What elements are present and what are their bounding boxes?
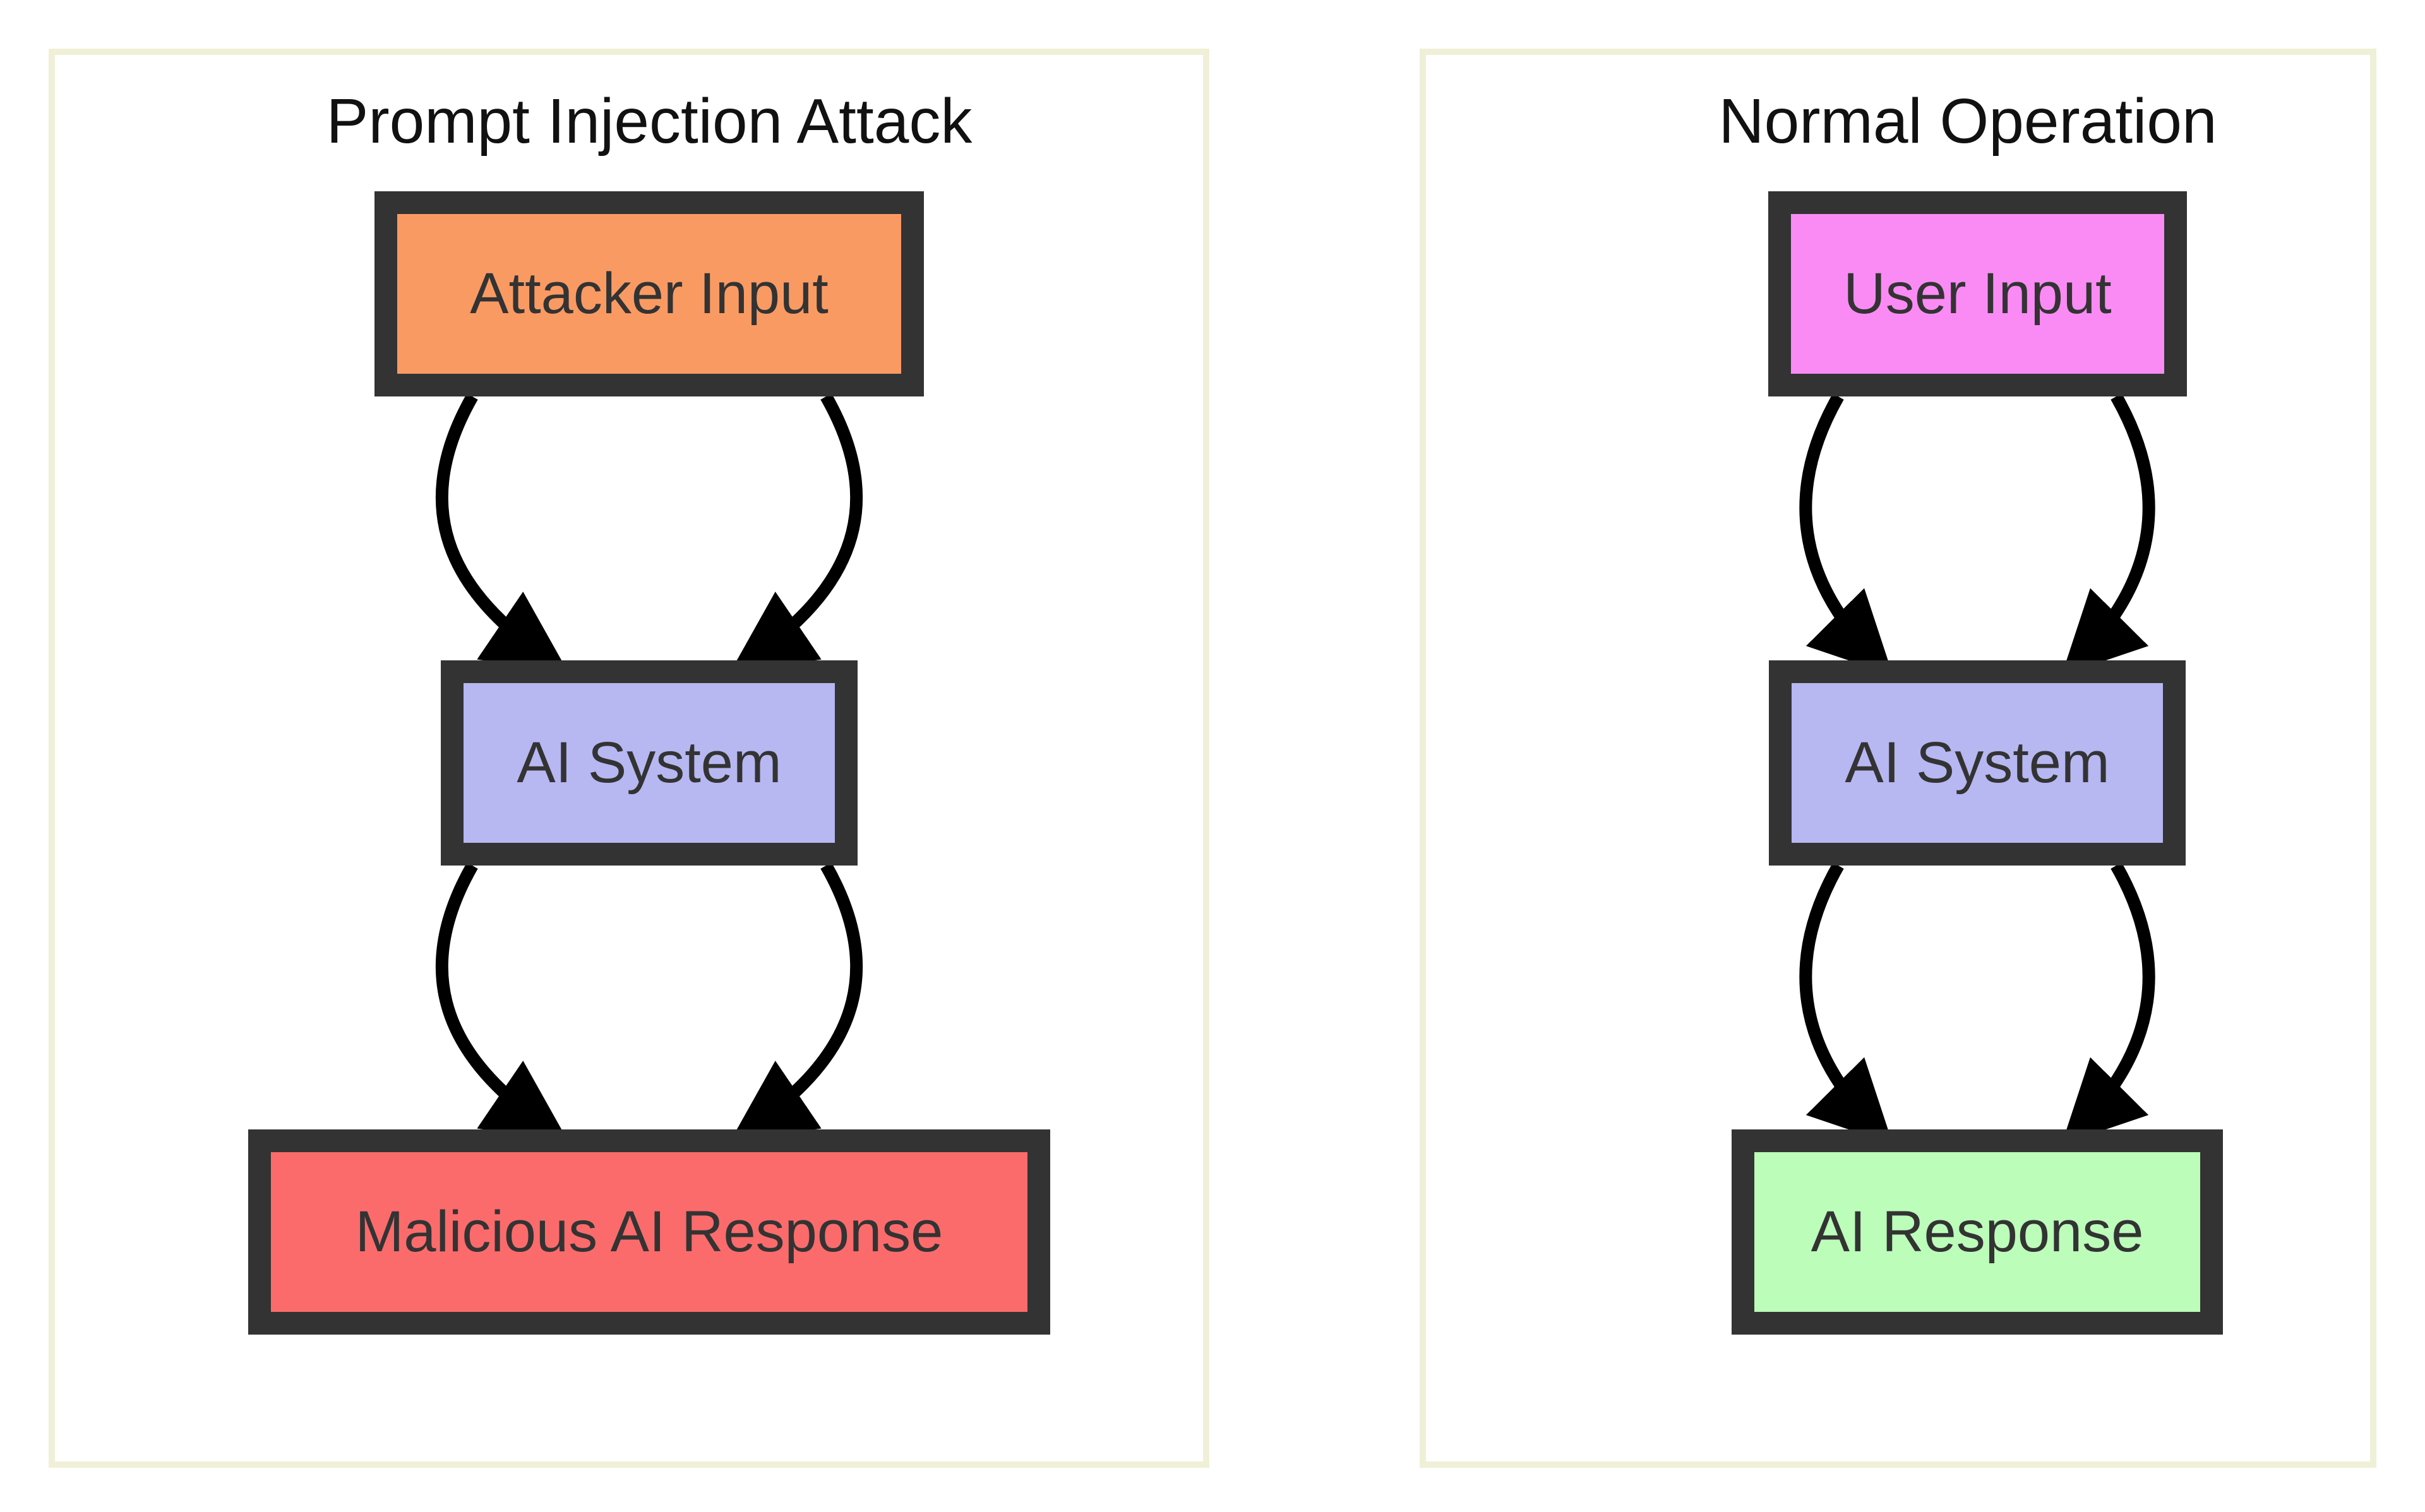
node-malicious-ai-response: Malicious AI Response (248, 1129, 1050, 1335)
node-attacker-input-label: Attacker Input (470, 261, 829, 326)
panel-title-normal-operation: Normal Operation (1718, 86, 2217, 157)
edge-ai-to-response-left (1799, 862, 1893, 1145)
panel-title-prompt-injection-attack: Prompt Injection Attack (326, 86, 973, 157)
node-ai-system-right-label: AI System (1845, 730, 2110, 795)
node-malicious-ai-response-label: Malicious AI Response (355, 1199, 943, 1264)
node-attacker-input: Attacker Input (374, 191, 924, 396)
node-ai-system-left: AI System (441, 660, 858, 866)
node-ai-response-label: AI Response (1811, 1199, 2144, 1264)
panel-normal-operation: Normal Operation User Input AI System AI… (1420, 49, 2376, 1468)
edge-attacker-to-ai-right (730, 393, 863, 672)
node-user-input-label: User Input (1843, 261, 2112, 326)
node-ai-response: AI Response (1732, 1129, 2223, 1335)
edge-ai-to-malicious-right (730, 862, 863, 1141)
node-user-input: User Input (1768, 191, 2187, 396)
edge-user-to-ai-left (1799, 393, 1893, 676)
edge-attacker-to-ai-left (435, 393, 568, 672)
edge-ai-to-response-right (2061, 862, 2155, 1145)
node-ai-system-left-label: AI System (517, 730, 782, 795)
node-ai-system-right: AI System (1769, 660, 2186, 866)
edge-ai-to-malicious-left (435, 862, 568, 1141)
panel-prompt-injection-attack: Prompt Injection Attack Attacker Input A… (49, 49, 1209, 1468)
edge-user-to-ai-right (2061, 393, 2155, 676)
